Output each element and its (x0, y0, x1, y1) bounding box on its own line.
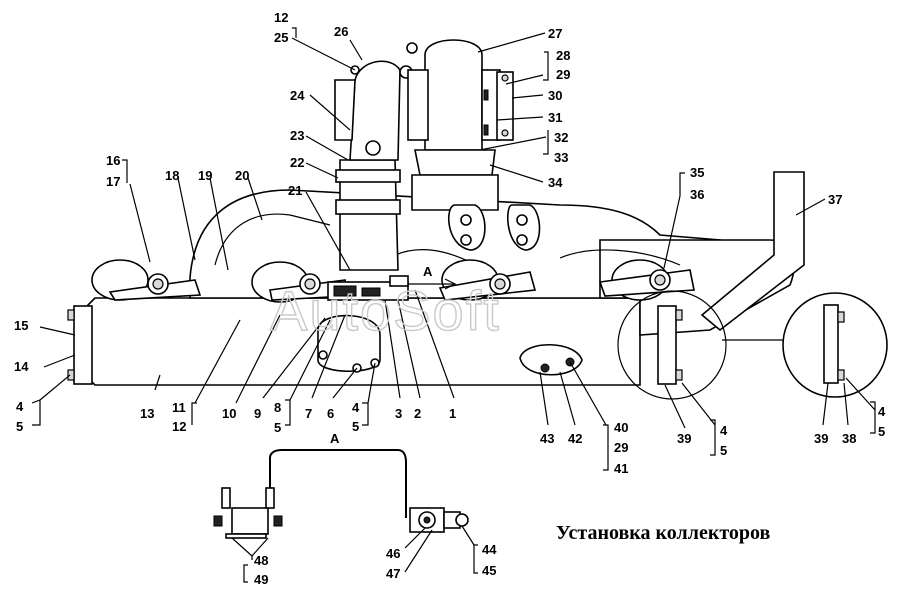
watermark-text: AutoSoft (270, 279, 501, 342)
callout-20: 20 (235, 168, 249, 183)
callout-46: 46 (386, 546, 400, 561)
callout-21: 21 (288, 183, 302, 198)
leader-lines (31, 27, 876, 583)
callout-19: 19 (198, 168, 212, 183)
callout-2: 2 (414, 406, 421, 421)
callout-23: 23 (290, 128, 304, 143)
callout-31: 31 (548, 110, 562, 125)
callout-33: 33 (554, 150, 568, 165)
callout-32: 32 (554, 130, 568, 145)
callout-5-left: 5 (16, 419, 23, 434)
view-a-arrow-label: А (423, 264, 433, 279)
callout-14: 14 (14, 359, 29, 374)
callout-24: 24 (290, 88, 305, 103)
sensor-node: А (327, 264, 457, 301)
callout-11: 11 (172, 400, 186, 415)
callout-7: 7 (305, 406, 312, 421)
callout-22: 22 (290, 155, 304, 170)
callout-4-left: 4 (16, 399, 24, 414)
callout-17: 17 (106, 174, 120, 189)
callout-labels: 12 25 26 27 28 29 30 31 32 33 34 24 23 2… (14, 10, 886, 587)
callout-6: 6 (327, 406, 334, 421)
callout-5-b: 5 (274, 420, 281, 435)
callout-37: 37 (828, 192, 842, 207)
callout-10: 10 (222, 406, 236, 421)
callout-15: 15 (14, 318, 28, 333)
callout-4-mid: 4 (352, 400, 360, 415)
callout-5-mid: 5 (352, 419, 359, 434)
callout-4-detail: 4 (878, 404, 886, 419)
callout-41: 41 (614, 461, 628, 476)
callout-47: 47 (386, 566, 400, 581)
callout-28: 28 (556, 48, 570, 63)
callout-3: 3 (395, 406, 402, 421)
callout-45: 45 (482, 563, 496, 578)
callout-4-right: 4 (720, 423, 728, 438)
callout-29-bottom: 29 (614, 440, 628, 455)
callout-36: 36 (690, 187, 704, 202)
callout-18: 18 (165, 168, 179, 183)
callout-13: 13 (140, 406, 154, 421)
callout-38: 38 (842, 431, 856, 446)
callout-42: 42 (568, 431, 582, 446)
view-a-wiring-diagram: А (213, 431, 469, 560)
callout-48: 48 (254, 553, 268, 568)
callout-12: 12 (274, 10, 288, 25)
callout-5-right: 5 (720, 443, 727, 458)
callout-39-detail: 39 (814, 431, 828, 446)
callout-27: 27 (548, 26, 562, 41)
callout-5-detail: 5 (878, 424, 885, 439)
callout-1: 1 (449, 406, 456, 421)
callout-43: 43 (540, 431, 554, 446)
callout-44: 44 (482, 542, 497, 557)
callout-34: 34 (548, 175, 563, 190)
callout-8: 8 (274, 400, 281, 415)
turbocharger-assembly (334, 39, 805, 332)
view-a-title: А (330, 431, 340, 446)
callout-12-bottom: 12 (172, 419, 186, 434)
callout-9: 9 (254, 406, 261, 421)
callout-25: 25 (274, 30, 288, 45)
callout-16: 16 (106, 153, 120, 168)
callout-30: 30 (548, 88, 562, 103)
callout-26: 26 (334, 24, 348, 39)
callout-29-top: 29 (556, 67, 570, 82)
detail-view-circle (617, 290, 888, 400)
callout-39: 39 (677, 431, 691, 446)
callout-35: 35 (690, 165, 704, 180)
callout-40: 40 (614, 420, 628, 435)
drawing-caption: Установка коллекторов (556, 522, 771, 544)
manifold-body (67, 189, 795, 386)
callout-49: 49 (254, 572, 268, 587)
